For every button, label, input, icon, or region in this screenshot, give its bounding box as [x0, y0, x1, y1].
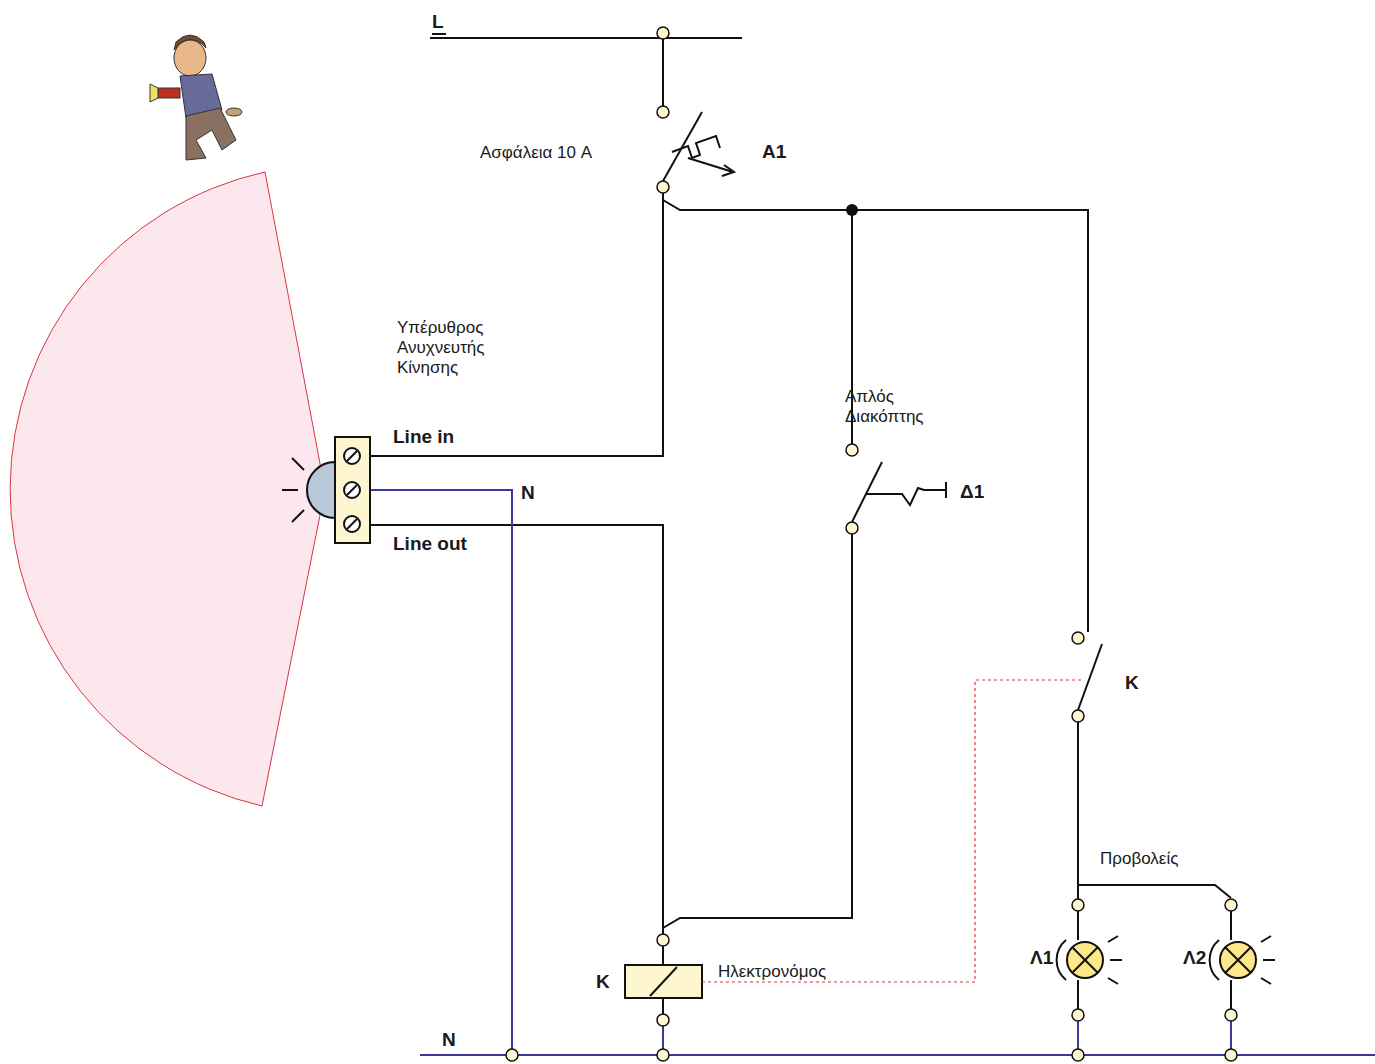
wire [662, 38, 664, 106]
terminals [506, 27, 1237, 1061]
terminal-label: Line out [393, 534, 467, 554]
junction-dot [846, 204, 858, 216]
relay-label: Ηλεκτρονόμος [718, 962, 826, 982]
switch-label: Απλός Διακόπτης [845, 387, 945, 427]
person-figure [150, 35, 242, 160]
switch-contact [852, 462, 882, 522]
relay-contact [1078, 644, 1102, 710]
wire [663, 193, 1088, 632]
line-out-wire [370, 525, 663, 934]
relay-coil [625, 965, 702, 998]
lamp-symbols [1057, 936, 1275, 984]
wire [1230, 980, 1232, 1009]
component-id: Λ2 [1183, 948, 1206, 968]
neutral-label: N [521, 483, 535, 503]
wire [663, 534, 852, 934]
wire [662, 946, 664, 965]
relay-coil-mark [650, 967, 677, 996]
component-id: Λ1 [1030, 948, 1053, 968]
wire [1077, 911, 1079, 940]
wire [662, 998, 664, 1014]
component-id: Δ1 [960, 482, 984, 502]
supply-label: L [432, 12, 444, 32]
breaker-arrow [722, 165, 734, 176]
neutral-label: N [442, 1030, 456, 1050]
wire [1077, 885, 1079, 899]
detection-zone [10, 172, 325, 806]
underline [432, 33, 446, 35]
switch-actuator [945, 482, 947, 498]
breaker-trip [688, 158, 733, 172]
lamps-label: Προβολείς [1100, 849, 1178, 869]
component-id: K [596, 972, 610, 992]
component-id: K [1125, 673, 1139, 693]
line-wire [430, 37, 742, 39]
sensor-label: Υπέρυθρος Ανυχνευτής Κίνησης [397, 318, 497, 378]
motion-sensor [282, 437, 370, 543]
wire [1077, 980, 1079, 1009]
switch-actuator [866, 488, 946, 505]
line-in-wire [370, 193, 663, 456]
fuse-label: Ασφάλεια 10 A [480, 143, 592, 163]
wire [1078, 722, 1231, 898]
breaker-actuator [672, 136, 720, 158]
neutral-wires [370, 490, 1375, 1055]
terminal-label: Line in [393, 427, 454, 447]
component-id: Α1 [762, 142, 786, 162]
wire [1230, 911, 1232, 940]
mechanical-link [702, 680, 1084, 982]
